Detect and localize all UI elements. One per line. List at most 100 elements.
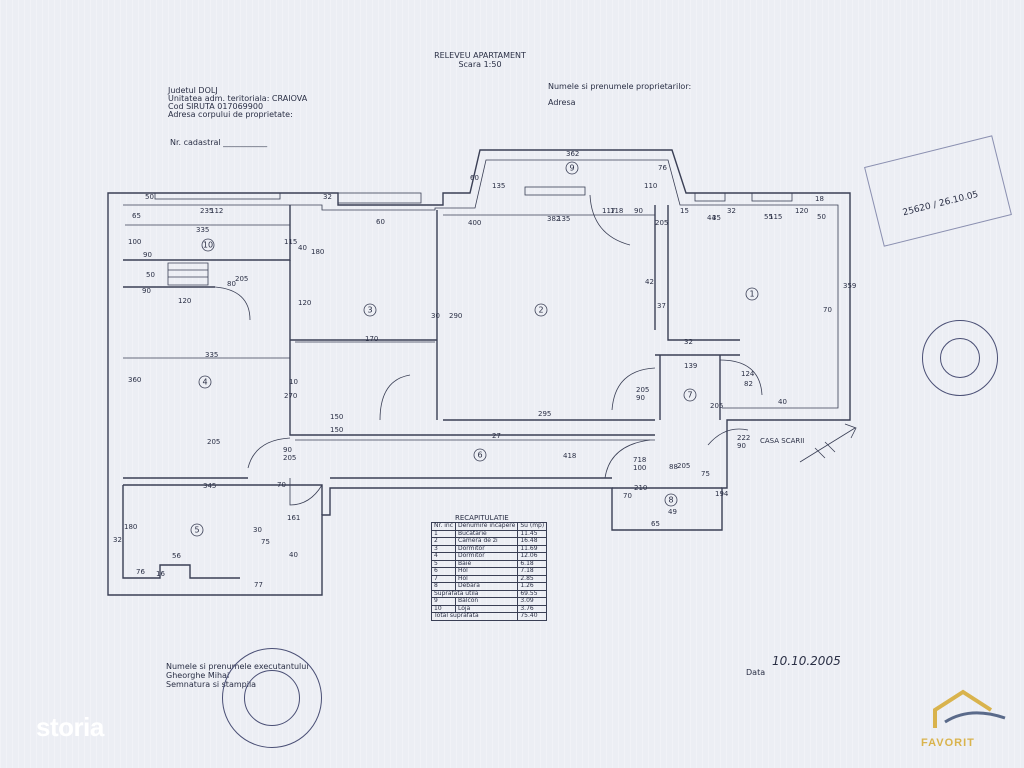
dimension-label: 205 — [636, 386, 649, 394]
dimension-label: 135 — [492, 182, 505, 190]
dimension-label: 150 — [330, 426, 343, 434]
dimension-label: 205 — [283, 454, 296, 462]
dimension-label: 100 — [128, 238, 141, 246]
storia-logo: storia — [36, 712, 104, 742]
dimension-label: 40 — [289, 551, 298, 559]
room-number-5: 5 — [190, 523, 204, 537]
dimension-label: 194 — [715, 490, 729, 498]
dimension-label: 30 — [431, 312, 440, 320]
dimension-label: 75 — [701, 470, 710, 478]
executant-seal — [222, 648, 322, 748]
wall-1-left — [667, 205, 740, 341]
dimension-label: 120 — [178, 297, 191, 305]
dimension-label: 120 — [298, 299, 311, 307]
door-arc-entry — [707, 428, 749, 446]
svg-text:5: 5 — [194, 526, 199, 535]
window-3 — [337, 192, 422, 204]
door-arc-10 — [214, 286, 251, 321]
inner-outline — [123, 159, 839, 409]
plan-title: RELEVEU APARTAMENT — [434, 51, 526, 60]
dimension-label: 115 — [284, 238, 297, 246]
svg-text:2: 2 — [538, 306, 543, 315]
dimension-label: 205 — [655, 219, 668, 227]
dimension-label: 718 — [633, 456, 646, 464]
dimension-label: 205 — [710, 402, 723, 410]
dimension-label: 139 — [684, 362, 697, 370]
dimension-label: 290 — [449, 312, 462, 320]
dimension-label: 76 — [136, 568, 145, 576]
dimension-label: 70 — [823, 306, 832, 314]
dimension-label: 76 — [658, 164, 667, 172]
dimension-label: 56 — [172, 552, 181, 560]
signature-label: Semnatura si stampila — [166, 680, 257, 689]
dimension-label: 112 — [210, 207, 223, 215]
dimension-label: 180 — [311, 248, 324, 256]
svg-text:1: 1 — [749, 290, 754, 299]
dimension-label: 110 — [644, 182, 657, 190]
dimension-label: 118 — [610, 207, 623, 215]
dimension-label: 32 — [727, 207, 736, 215]
door-arc-3 — [379, 374, 411, 421]
dimension-label: 295 — [538, 410, 551, 418]
county-line: Judetul DOLJ — [168, 86, 218, 95]
dimension-label: 50 — [145, 193, 154, 201]
dimension-label: 335 — [196, 226, 209, 234]
svg-text:6: 6 — [477, 451, 482, 460]
room-number-4: 4 — [198, 375, 212, 389]
executant-name: Gheorghe Mihai — [166, 671, 230, 680]
dimension-label: 32 — [113, 536, 122, 544]
dimension-label: 75 — [261, 538, 270, 546]
room-number-6: 6 — [473, 448, 487, 462]
dimension-label: 170 — [365, 335, 378, 343]
svg-text:9: 9 — [569, 164, 574, 173]
window-10 — [154, 192, 281, 200]
address-line: Adresa — [548, 98, 576, 107]
owners-line: Numele si prenumele proprietarilor: — [548, 82, 692, 91]
cadastre-seal — [922, 320, 998, 396]
door-arc-5 — [289, 478, 323, 506]
dimension-label: 42 — [645, 278, 654, 286]
dimension-label: 418 — [563, 452, 576, 460]
dimension-label: 235 — [200, 207, 213, 215]
date-label: Data — [746, 668, 766, 677]
dimension-label: 88 — [669, 463, 678, 471]
dimension-label: 35 — [712, 214, 721, 222]
door-arc-8 — [604, 439, 651, 479]
room-number-7: 7 — [683, 388, 697, 402]
date-value: 10.10.2005 — [772, 654, 841, 668]
room-number-8: 8 — [664, 493, 678, 507]
door-arc-7b — [719, 359, 763, 396]
dimension-label: 124 — [741, 370, 755, 378]
dimension-label: 40 — [778, 398, 787, 406]
dimension-label: 210 — [634, 484, 647, 492]
svg-text:10: 10 — [203, 241, 213, 250]
door-arc-7a — [611, 367, 656, 411]
dimension-label: 180 — [124, 523, 137, 531]
hall-top — [289, 420, 655, 436]
room-number-10: 10 — [201, 238, 215, 252]
dimension-label: 82 — [744, 380, 753, 388]
dimension-label: 18 — [815, 195, 824, 203]
door-arc-9 — [589, 194, 631, 246]
dimension-label: 15 — [680, 207, 689, 215]
property-address-line: Adresa corpului de proprietate: — [168, 110, 293, 119]
north-arrow — [799, 423, 857, 463]
siruta-line: Cod SIRUTA 017069900 — [168, 102, 264, 111]
dimension-label: 60 — [470, 174, 479, 182]
dimension-label: 70 — [277, 481, 286, 489]
dimension-label: 10 — [289, 378, 298, 386]
dimension-label: 40 — [298, 244, 307, 252]
wall-5 — [122, 484, 323, 579]
dimension-label: 100 — [633, 464, 646, 472]
dimension-label: 70 — [623, 492, 632, 500]
dimension-label: 115 — [769, 213, 782, 221]
dimension-label: 360 — [128, 376, 141, 384]
recap-header-row: Nr. inc Denumire incapere Su (mp) — [431, 522, 548, 531]
dimension-label: 49 — [668, 508, 677, 516]
